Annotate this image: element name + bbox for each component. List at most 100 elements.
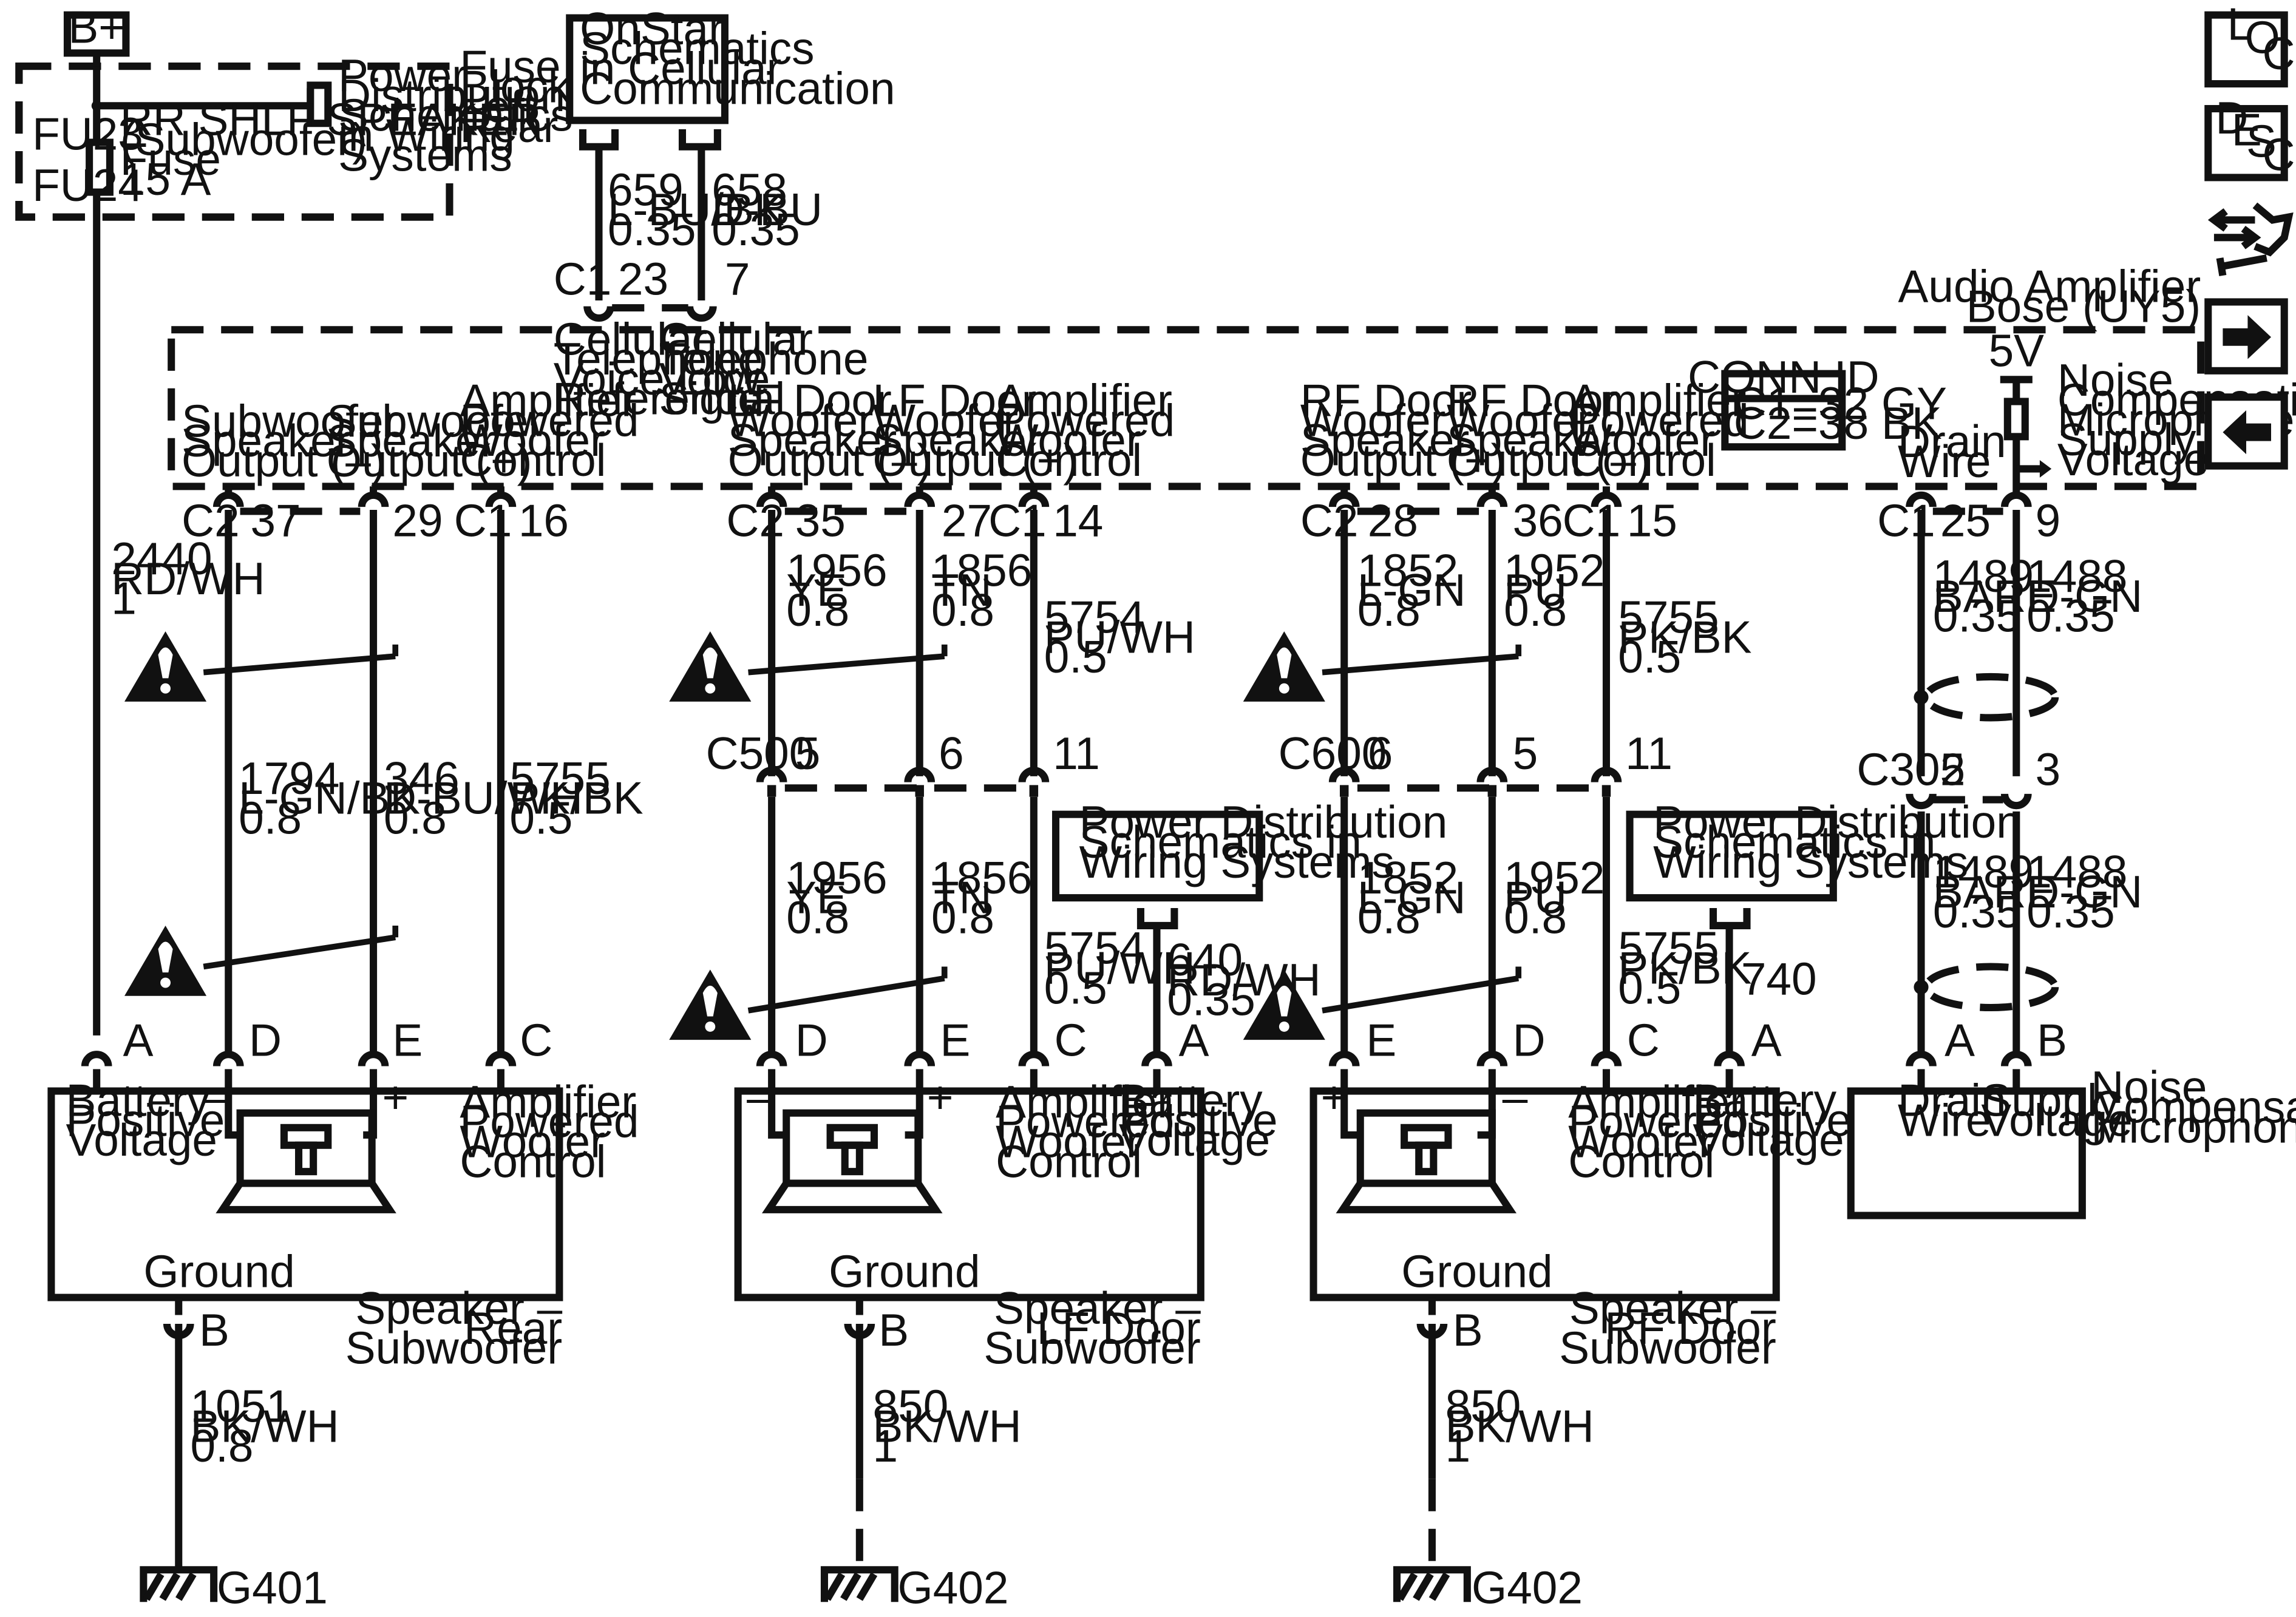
mic-name-line: Compensation bbox=[2091, 1082, 2296, 1133]
wire-5755-line: PK/BK bbox=[509, 773, 643, 824]
speaker-rear-name-line: Subwoofer bbox=[345, 1323, 562, 1374]
fuse-block-ref-bar bbox=[307, 81, 332, 127]
warning-leader bbox=[1322, 653, 1519, 676]
pin-37: 37 bbox=[250, 495, 301, 546]
ground-label: Ground bbox=[829, 1246, 980, 1297]
loc-button[interactable]: LOC bbox=[2204, 0, 2295, 88]
inline-terminal bbox=[756, 767, 787, 783]
shield bbox=[1922, 673, 2059, 722]
wire-1856-line: 0.8 bbox=[931, 585, 994, 636]
wire-850-line: BK/WH bbox=[873, 1400, 1022, 1451]
fuse-block-name-line: Left bbox=[460, 81, 535, 132]
speaker-rf-name-line: Subwoofer bbox=[1559, 1323, 1776, 1374]
spk-label-amp-control-line: Woofer bbox=[1568, 1116, 1714, 1167]
inline-pin bbox=[1487, 785, 1497, 797]
terminal bbox=[756, 491, 787, 507]
pin-6: 6 bbox=[1368, 728, 1393, 779]
wire bbox=[1340, 1091, 1360, 1139]
conn-c1: C1 bbox=[1877, 495, 1935, 546]
spk-pin-c: C bbox=[1627, 1015, 1660, 1066]
wire-850-line: 850 bbox=[1445, 1381, 1521, 1432]
amplifier-outline bbox=[168, 326, 2205, 490]
pin-29: 29 bbox=[392, 495, 443, 546]
next-page-button[interactable] bbox=[2204, 298, 2288, 375]
fu24-label: FU24 bbox=[32, 160, 143, 211]
conn-c2: C2 bbox=[182, 495, 240, 546]
wire-5755-line: 5755 bbox=[1618, 592, 1719, 643]
connector-locator-icon[interactable] bbox=[2207, 202, 2294, 277]
plus-sign: + bbox=[927, 1072, 954, 1123]
wire-1051-line: 1051 bbox=[191, 1381, 291, 1432]
arrow-head bbox=[2039, 459, 2052, 478]
inline-terminal bbox=[1328, 767, 1360, 783]
shield-splice bbox=[1914, 690, 1929, 705]
speaker-rear-name-line: Speaker – bbox=[355, 1283, 562, 1334]
wire-1952-line: PU bbox=[1504, 564, 1567, 615]
wire-5754-lower-line: PU/WH bbox=[1044, 942, 1195, 993]
spk-label-amp-control-line: Control bbox=[460, 1136, 606, 1187]
wire-5754-line: 5754 bbox=[1044, 592, 1145, 643]
terminal bbox=[358, 491, 389, 507]
terminal bbox=[2000, 793, 2032, 810]
next-page-icon bbox=[2223, 315, 2271, 359]
speaker-rf-name-line: RF Door bbox=[1605, 1303, 1776, 1354]
wire-1956-lower-line: YE bbox=[786, 872, 847, 923]
spk-pin-a: A bbox=[1751, 1015, 1782, 1066]
spk-label-battery-line: Voltage bbox=[66, 1114, 217, 1165]
terminal bbox=[686, 306, 717, 322]
conn-c1: C1 bbox=[1563, 495, 1621, 546]
wire-1956-line: 1956 bbox=[786, 544, 887, 595]
spk-label-battery-line: Battery bbox=[66, 1075, 210, 1126]
pin-label-sub-plus-line: Output (+) bbox=[327, 435, 532, 486]
pin-label-voice-line: Cellular bbox=[659, 313, 812, 364]
wire-5754-line: PU/WH bbox=[1044, 611, 1195, 662]
terminal bbox=[485, 491, 517, 507]
pin-label-rf-amp-line: Amplifier bbox=[1570, 375, 1747, 426]
wire-1794-line: 1794 bbox=[239, 753, 339, 804]
wire-5754-lower-line: 0.5 bbox=[1044, 962, 1107, 1013]
spk-label-battery-line: Positive bbox=[1693, 1094, 1852, 1145]
pin-label-rf-plus-line: RF Door bbox=[1300, 375, 1472, 426]
lf-pd-box bbox=[1052, 810, 1263, 902]
wire-850-line: 1 bbox=[1445, 1420, 1471, 1471]
shield-splice bbox=[1914, 980, 1929, 995]
terminal bbox=[756, 1051, 787, 1067]
previous-page-button[interactable] bbox=[2204, 393, 2288, 470]
terminal bbox=[2000, 491, 2032, 507]
terminal bbox=[1476, 1051, 1508, 1067]
terminal bbox=[212, 491, 244, 507]
wire-5755-lower-line: 5755 bbox=[1618, 923, 1719, 974]
mic-name-line: Microphone bbox=[2091, 1101, 2296, 1152]
conn-c1: C1 bbox=[454, 495, 512, 546]
terminal bbox=[485, 1051, 517, 1067]
wire-1051-line: 0.8 bbox=[191, 1420, 254, 1471]
warning-leader bbox=[1322, 975, 1520, 1014]
pin-label-sub-plus-line: Speaker bbox=[327, 415, 495, 466]
spk-label-battery-line: Voltage bbox=[1693, 1114, 1844, 1165]
wire-658-line: 658 bbox=[712, 164, 787, 215]
wire-346-line: 0.8 bbox=[384, 792, 447, 843]
pin-25: 25 bbox=[1940, 495, 1991, 546]
terminal bbox=[1328, 1051, 1360, 1067]
speaker-icon bbox=[216, 1109, 396, 1213]
wire-1488-line: D-GN bbox=[2026, 571, 2142, 622]
conn-c500: C500 bbox=[706, 728, 815, 779]
pin-6: 6 bbox=[939, 728, 964, 779]
onstar-box-text-line: OnStar bbox=[580, 3, 724, 54]
spk-pin-e: E bbox=[392, 1015, 423, 1066]
pin-label-voice-line: Signal bbox=[659, 373, 785, 424]
pin-label-lf-minus-line: Speaker bbox=[728, 415, 897, 466]
pin-35: 35 bbox=[795, 495, 846, 546]
